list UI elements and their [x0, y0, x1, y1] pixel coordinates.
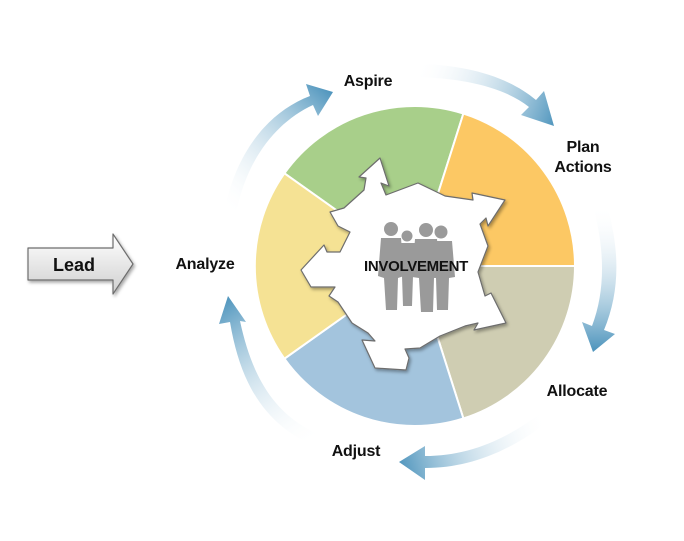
cycle-arrow-adjust-to-analyze	[219, 296, 322, 448]
lead-arrow-shape	[27, 233, 134, 295]
lead-label: Lead	[53, 255, 95, 275]
cycle-arrow-allocate-to-adjust	[399, 412, 550, 480]
center-label: INVOLVEMENT	[364, 258, 468, 275]
cycle-arrow-plan-to-allocate	[582, 206, 617, 352]
people-silhouette-icon	[378, 222, 455, 312]
cycle-arrow-analyze-to-aspire	[224, 84, 333, 214]
stage-label-aspire: Aspire	[344, 73, 393, 90]
stage-label-actions: Actions	[554, 159, 612, 176]
stage-label-allocate: Allocate	[547, 383, 608, 400]
lead-arrow	[27, 233, 134, 295]
stage-label-adjust: Adjust	[332, 443, 381, 460]
stage-label-plan: Plan	[567, 139, 600, 156]
cycle-arrows	[219, 64, 617, 480]
stage-label-analyze: Analyze	[175, 256, 234, 273]
cycle-arrow-aspire-to-plan	[414, 64, 554, 126]
